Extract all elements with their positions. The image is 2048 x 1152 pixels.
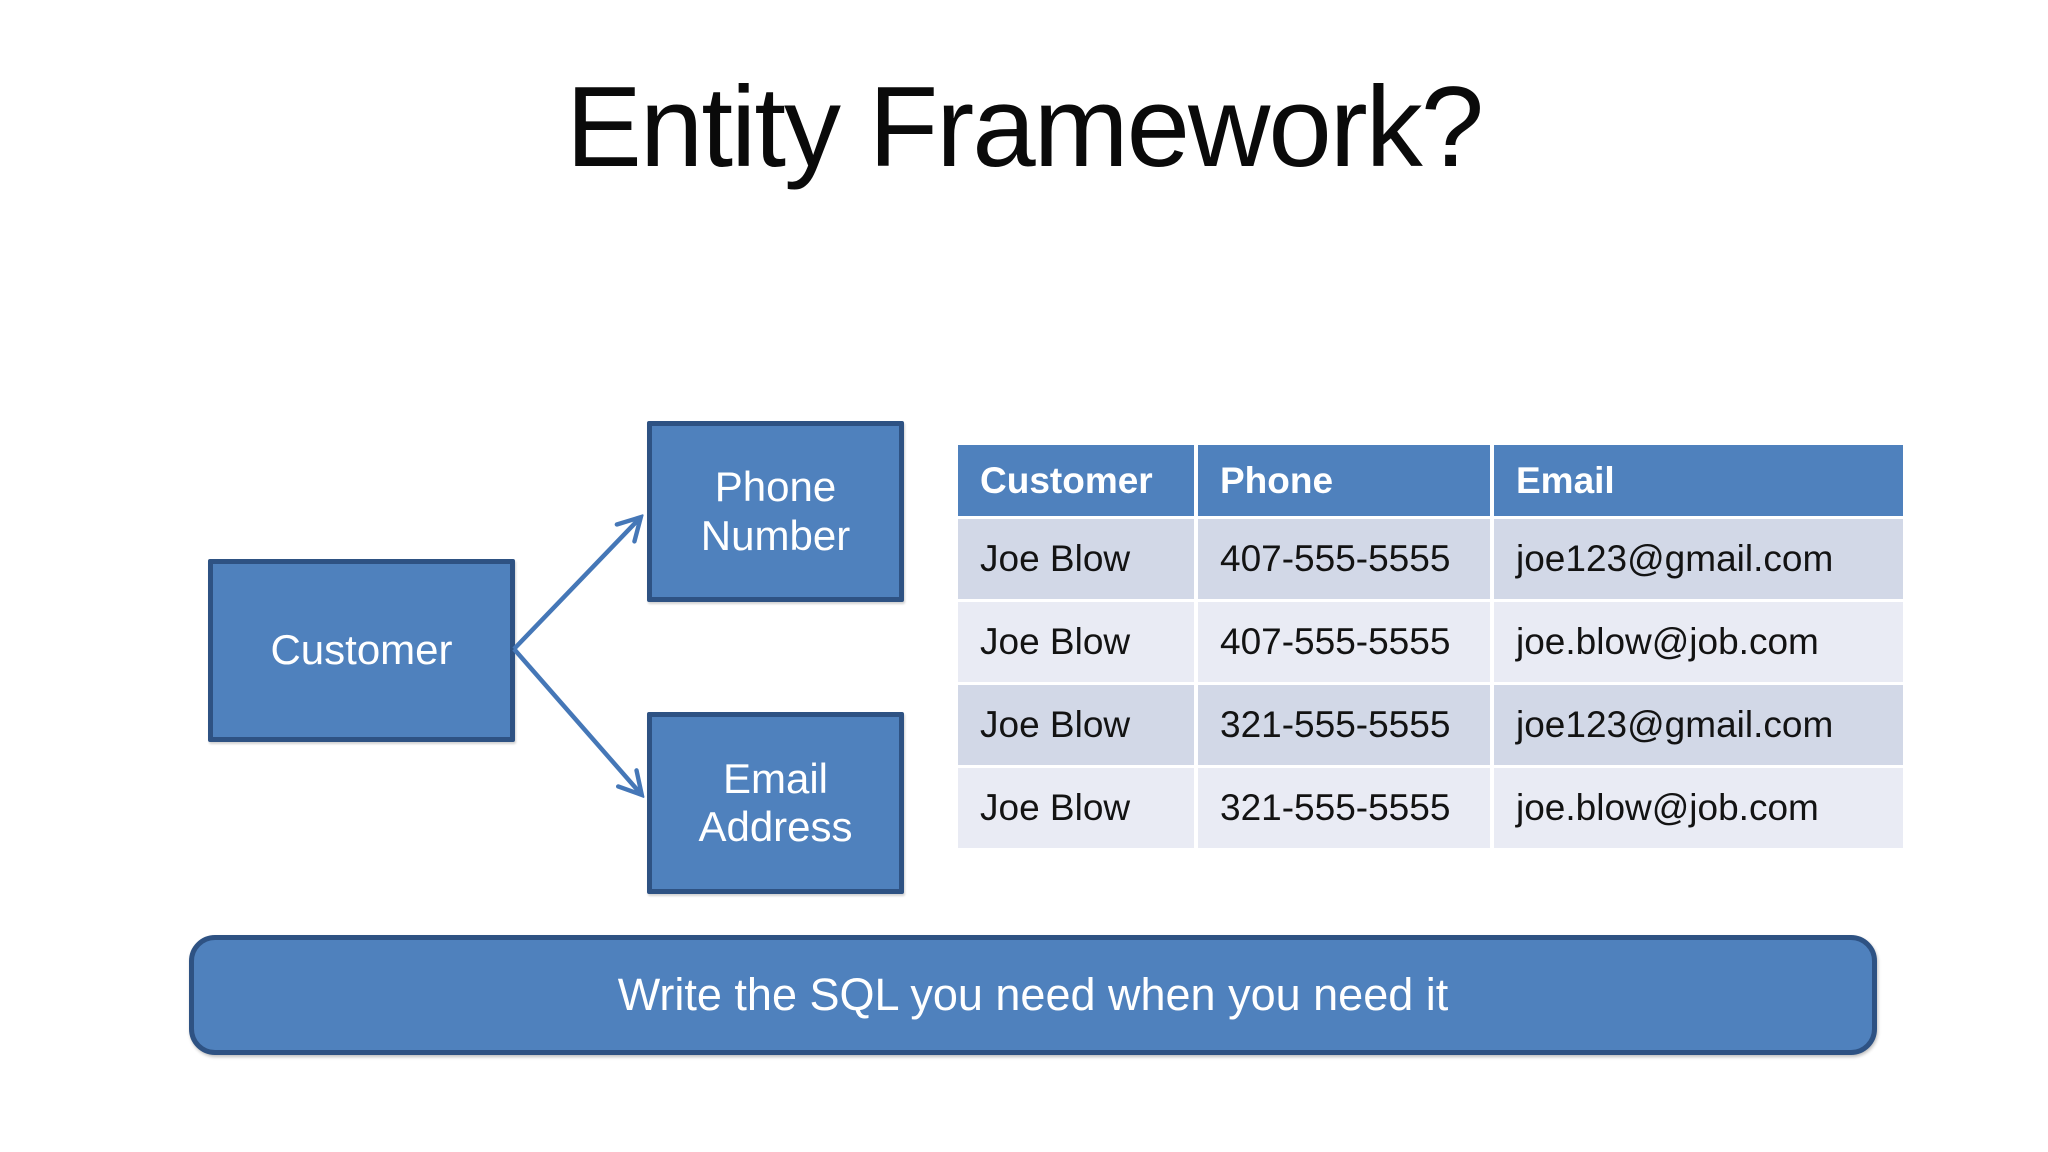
cell-customer: Joe Blow [958, 519, 1194, 599]
phone-number-entity-box: Phone Number [647, 421, 904, 602]
sql-banner: Write the SQL you need when you need it [189, 935, 1877, 1055]
table-header-phone: Phone [1198, 445, 1490, 516]
phone-number-entity-label: Phone Number [700, 463, 851, 559]
cell-customer: Joe Blow [958, 602, 1194, 682]
cell-email: joe.blow@job.com [1494, 768, 1903, 848]
table-header-customer: Customer [958, 445, 1194, 516]
email-address-entity-label: Email Address [698, 754, 853, 850]
arrow-customer-to-email [512, 647, 641, 794]
customer-entity-box: Customer [208, 559, 515, 742]
table-header-email: Email [1494, 445, 1903, 516]
table-row: Joe Blow 321-555-5555 joe.blow@job.com [958, 768, 1903, 848]
arrow-customer-to-phone [512, 518, 640, 651]
cell-customer: Joe Blow [958, 685, 1194, 765]
cell-email: joe123@gmail.com [1494, 519, 1903, 599]
cell-email: joe123@gmail.com [1494, 685, 1903, 765]
table-row: Joe Blow 321-555-5555 joe123@gmail.com [958, 685, 1903, 765]
cell-phone: 321-555-5555 [1198, 768, 1490, 848]
cell-phone: 321-555-5555 [1198, 685, 1490, 765]
cell-email: joe.blow@job.com [1494, 602, 1903, 682]
cell-phone: 407-555-5555 [1198, 602, 1490, 682]
slide-title: Entity Framework? [565, 64, 1484, 191]
cell-phone: 407-555-5555 [1198, 519, 1490, 599]
table-header-row: Customer Phone Email [958, 445, 1903, 516]
table-row: Joe Blow 407-555-5555 joe123@gmail.com [958, 519, 1903, 599]
table-row: Joe Blow 407-555-5555 joe.blow@job.com [958, 602, 1903, 682]
cell-customer: Joe Blow [958, 768, 1194, 848]
email-address-entity-box: Email Address [647, 712, 904, 894]
customer-entity-label: Customer [270, 626, 453, 674]
customer-table: Customer Phone Email Joe Blow 407-555-55… [958, 445, 1903, 848]
sql-banner-text: Write the SQL you need when you need it [617, 969, 1449, 1020]
